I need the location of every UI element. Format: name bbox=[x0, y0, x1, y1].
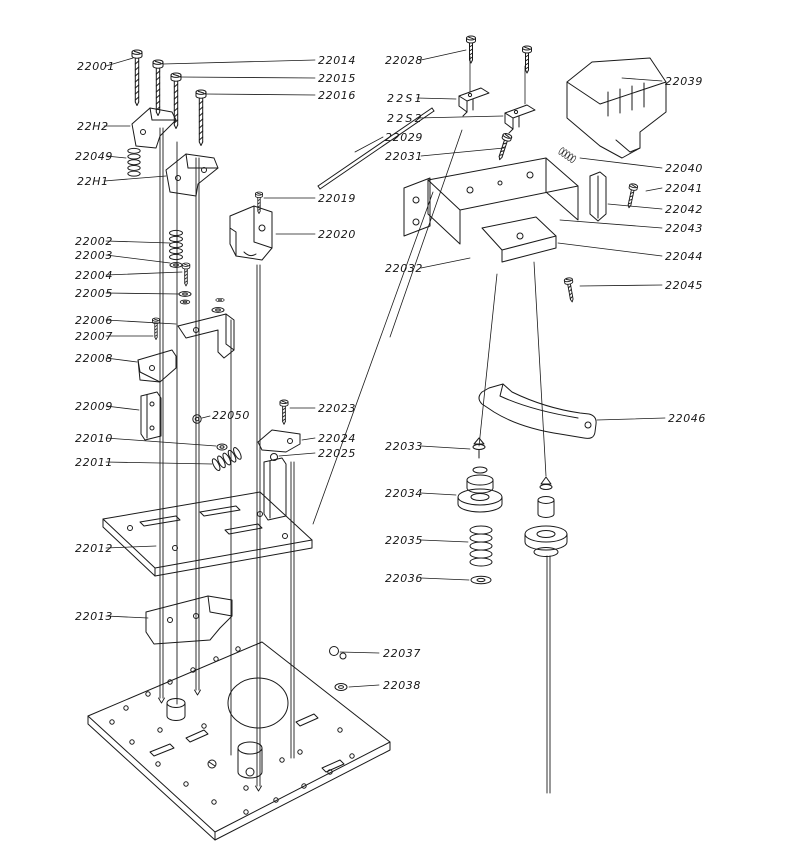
leader-lines bbox=[103, 49, 666, 688]
screw-22028-left bbox=[466, 35, 476, 64]
spring-22040 bbox=[557, 146, 578, 164]
part-label-22001: 22001 bbox=[77, 60, 115, 73]
screw-22028-right bbox=[522, 45, 532, 74]
part-label-22044: 22044 bbox=[665, 250, 703, 263]
idler-stack-left bbox=[457, 437, 503, 585]
chassis-plate-22012 bbox=[102, 491, 313, 577]
washer-22005 bbox=[178, 291, 192, 305]
part-label-22038: 22038 bbox=[383, 679, 421, 692]
part-label-22043: 22043 bbox=[665, 222, 703, 235]
spring-22011 bbox=[210, 445, 244, 473]
screw-22045 bbox=[563, 276, 577, 304]
washer-22010 bbox=[216, 443, 228, 451]
part-label-22019: 22019 bbox=[318, 192, 356, 205]
part-label-22046: 22046 bbox=[668, 412, 706, 425]
cover-22039 bbox=[566, 57, 667, 159]
switch-22S1 bbox=[458, 87, 490, 117]
part-label-22014: 22014 bbox=[318, 54, 356, 67]
bracket-22044 bbox=[481, 216, 557, 263]
alignment-lines bbox=[312, 55, 547, 525]
strip-22042 bbox=[589, 171, 607, 222]
part-label-22035: 22035 bbox=[385, 534, 423, 547]
bracket-22006 bbox=[177, 313, 235, 359]
mount-bracket-22032 bbox=[403, 157, 579, 245]
arm-22046 bbox=[478, 383, 597, 439]
spring-22049 bbox=[127, 147, 141, 177]
part-label-22036: 22036 bbox=[385, 572, 423, 585]
part-label-22006: 22006 bbox=[75, 314, 113, 327]
part-label-22039: 22039 bbox=[665, 75, 703, 88]
part-label-22024: 22024 bbox=[318, 432, 356, 445]
part-label-22034: 22034 bbox=[385, 487, 423, 500]
bracket-22H2 bbox=[131, 107, 177, 149]
spring-22002 bbox=[169, 229, 183, 261]
part-label-22009: 22009 bbox=[75, 400, 113, 413]
part-label-22029: 22029 bbox=[385, 131, 423, 144]
part-label-22031: 22031 bbox=[385, 150, 423, 163]
screw-22041 bbox=[624, 182, 639, 210]
part-label-22020: 22020 bbox=[318, 228, 356, 241]
screw-22023 bbox=[279, 399, 289, 425]
solenoid-22020 bbox=[229, 205, 273, 261]
rings-22037 bbox=[329, 646, 347, 660]
screw-22016 bbox=[195, 89, 207, 146]
part-label-22028: 22028 bbox=[385, 54, 423, 67]
part-label-22015: 22015 bbox=[318, 72, 356, 85]
part-label-22023: 22023 bbox=[318, 402, 356, 415]
part-label-22005: 22005 bbox=[75, 287, 113, 300]
part-label-22H2: 22H2 bbox=[77, 120, 109, 133]
switch-22S2 bbox=[504, 104, 536, 134]
bracket-22024 bbox=[257, 429, 301, 453]
part-label-22042: 22042 bbox=[665, 203, 703, 216]
screw-22004 bbox=[181, 262, 191, 287]
screw-22014 bbox=[152, 59, 164, 116]
part-label-22040: 22040 bbox=[665, 162, 703, 175]
part-label-22050: 22050 bbox=[212, 409, 250, 422]
base-plate bbox=[87, 641, 391, 841]
rod-22029 bbox=[317, 107, 435, 190]
part-label-22045: 22045 bbox=[665, 279, 703, 292]
bracket-22H1 bbox=[165, 153, 219, 197]
guide-rods bbox=[158, 127, 551, 794]
bracket-22009 bbox=[140, 391, 162, 441]
washer-22050 bbox=[192, 414, 202, 424]
base-plate-holes bbox=[109, 646, 355, 815]
screw-22031 bbox=[494, 132, 513, 162]
part-label-22049: 22049 bbox=[75, 150, 113, 163]
part-label-22S1: 22S1 bbox=[387, 92, 424, 105]
part-label-22041: 22041 bbox=[665, 182, 703, 195]
part-label-22008: 22008 bbox=[75, 352, 113, 365]
part-label-22007: 22007 bbox=[75, 330, 113, 343]
part-label-22002: 22002 bbox=[75, 235, 113, 248]
screw-22007 bbox=[151, 317, 161, 341]
washer-under-22016 bbox=[211, 297, 225, 313]
part-label-22011: 22011 bbox=[75, 456, 113, 469]
part-label-22010: 22010 bbox=[75, 432, 113, 445]
bracket-22008 bbox=[137, 349, 177, 383]
screw-22001 bbox=[131, 49, 143, 106]
washer-22003 bbox=[169, 262, 183, 268]
ring-22025 bbox=[270, 453, 278, 461]
part-label-22033: 22033 bbox=[385, 440, 423, 453]
part-label-22025: 22025 bbox=[318, 447, 356, 460]
part-label-22S2: 22S2 bbox=[387, 112, 424, 125]
idler-stack-right bbox=[524, 476, 568, 557]
part-label-22012: 22012 bbox=[75, 542, 113, 555]
part-label-22003: 22003 bbox=[75, 249, 113, 262]
part-label-22032: 22032 bbox=[385, 262, 423, 275]
part-label-22H1: 22H1 bbox=[77, 175, 109, 188]
bracket-below-22024 bbox=[263, 457, 287, 521]
screw-22019 bbox=[254, 191, 264, 215]
bracket-22013 bbox=[145, 595, 233, 645]
part-label-22013: 22013 bbox=[75, 610, 113, 623]
part-label-22004: 22004 bbox=[75, 269, 113, 282]
washer-22038 bbox=[334, 683, 348, 691]
part-label-22016: 22016 bbox=[318, 89, 356, 102]
part-label-22037: 22037 bbox=[383, 647, 421, 660]
